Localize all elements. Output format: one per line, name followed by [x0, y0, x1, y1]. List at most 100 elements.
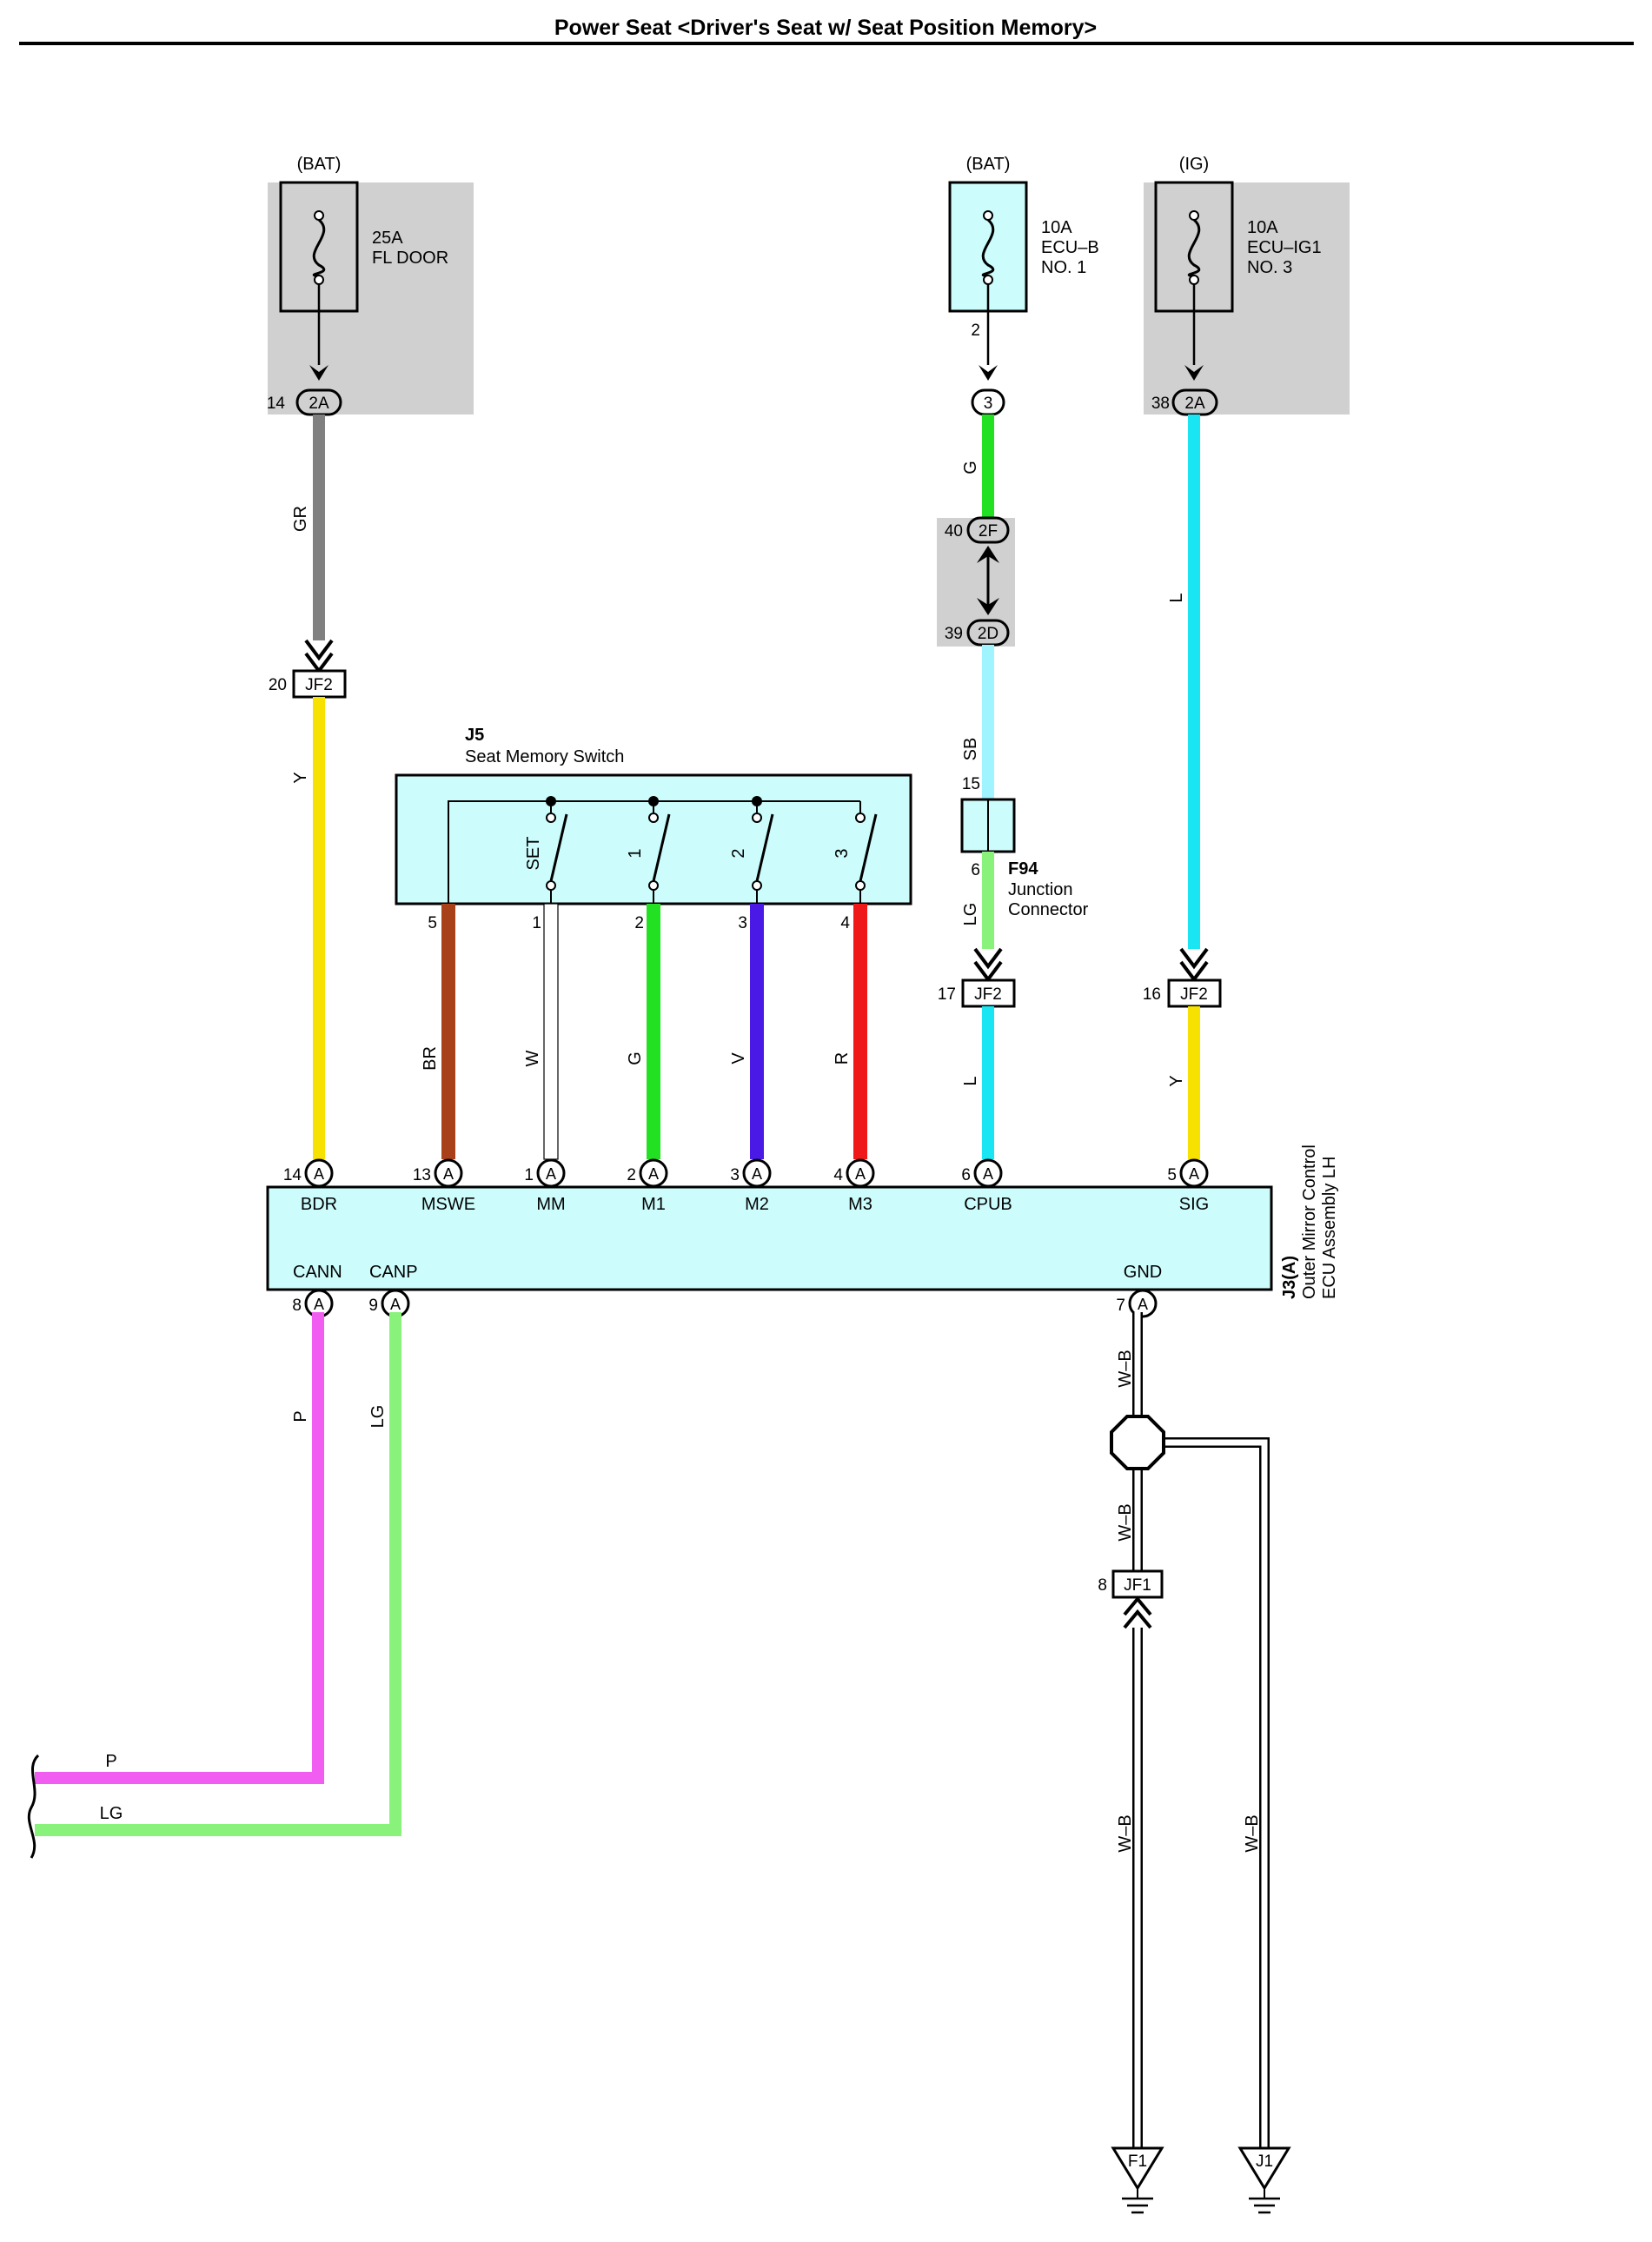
wire-lg-f94-label: LG [961, 903, 980, 926]
ground-j1-label: J1 [1256, 2152, 1273, 2171]
jf2-20-pin: 20 [269, 676, 287, 694]
jf2-17-name: JF2 [974, 985, 1002, 1004]
ecu-pin-number: 8 [292, 1297, 302, 1315]
ecu-box [266, 1185, 1273, 1291]
seat-memory-switch: J5 Seat Memory Switch SET 1 [395, 726, 912, 932]
ecu-pin-number: 6 [961, 1166, 971, 1184]
ecu-pin-name: M2 [745, 1195, 769, 1214]
wire-l-ig [1188, 415, 1200, 949]
switch-label-2: 2 [729, 848, 748, 858]
fuse-fl-door-rating: 25A [372, 229, 403, 248]
ecu-pin-circle [1179, 1158, 1209, 1188]
j2d-code: 2D [978, 625, 998, 643]
switch-label-1: 1 [626, 848, 645, 858]
f94-name2: Connector [1008, 900, 1089, 919]
fuse3-conn-code: 2A [1184, 395, 1205, 413]
ecu-pin-conn: A [983, 1165, 993, 1183]
switch-2: 2 [729, 801, 774, 904]
ecu-code: J3(A) [1280, 1256, 1299, 1299]
jf2-16-name: JF2 [1180, 985, 1208, 1004]
ecu-pin-conn: A [443, 1165, 454, 1183]
jf2-16-pin: 16 [1143, 985, 1161, 1004]
junction-2f-2d: 40 2F 39 2D [937, 516, 1015, 647]
jf2-arrow-icon [304, 639, 334, 674]
wire-sb-label: SB [961, 738, 980, 761]
jf2-20-name: JF2 [305, 676, 333, 694]
jf2-arrow-icon-3 [1179, 947, 1209, 983]
fuse-ecu-ig1-rating: 10A [1247, 218, 1278, 237]
wire-y-sig-label: Y [1167, 1075, 1186, 1086]
ecu-pin-name: CANN [293, 1263, 342, 1282]
jf2-20-box [292, 669, 347, 699]
fuse2-conn-code: 3 [984, 395, 993, 413]
jf2-arrow-icon-2 [973, 947, 1003, 983]
wire-v-label: V [729, 1052, 748, 1065]
wire-gr-label: GR [291, 506, 310, 532]
jf2-17-pin: 17 [938, 985, 956, 1004]
switch-pin-5: 5 [428, 914, 437, 932]
wire-l-ig-label: L [1167, 593, 1186, 602]
junction-arrow-icon-2 [979, 365, 998, 381]
switch-label-3: 3 [833, 848, 852, 858]
wire-l-cpub-label: L [961, 1076, 980, 1085]
ground-j1-triangle-icon [1237, 2146, 1291, 2191]
wire-wb4-label: W–B [1243, 1814, 1262, 1852]
fuse-ecu-b-block: (BAT) 10A ECU–B NO. 1 2 3 [948, 155, 1099, 416]
wire-gr [313, 415, 325, 640]
ecu-pin-name: CPUB [964, 1195, 1012, 1214]
fuse-ecu-ig1-name2: NO. 3 [1247, 258, 1292, 277]
ground-harness: W–B W–B 8 JF1 W–B W–B F1 J1 [1098, 1312, 1291, 2214]
ecu-pin-conn: A [752, 1165, 762, 1183]
ecu-pin-number: 5 [1167, 1166, 1177, 1184]
wire-wb1-label: W–B [1116, 1350, 1135, 1387]
ecu-pin-number: 2 [627, 1166, 636, 1184]
wire-p-label: P [291, 1410, 310, 1422]
j2f-code: 2F [979, 522, 998, 541]
switch-1: 1 [626, 801, 671, 904]
fuse-fl-door-icon [312, 218, 326, 278]
fuse-ecu-b-icon [981, 218, 995, 278]
wire-lg-label: LG [368, 1405, 388, 1429]
switch-pin-2: 2 [634, 914, 644, 932]
wire-lg-horizontal [35, 1824, 401, 1836]
wire-y-bdr [313, 697, 325, 1159]
f94-name1: Junction [1008, 880, 1073, 899]
wire-y-sig [1188, 1006, 1200, 1159]
wire-w-label: W [523, 1050, 542, 1066]
fuse-ecu-ig1-name1: ECU–IG1 [1247, 238, 1322, 257]
ecu-pin-number: 9 [368, 1297, 378, 1315]
fuse-fl-door-block: (BAT) 25A FL DOOR 14 2A [267, 155, 474, 416]
wire-g-top [982, 415, 994, 529]
wire-wb3-label: W–B [1116, 1814, 1135, 1852]
wire-wb2-label: W–B [1116, 1503, 1135, 1541]
fuse-ecu-b-rating: 10A [1041, 218, 1072, 237]
ecu-pin-conn: A [546, 1165, 556, 1183]
ecu-pin-name: CANP [369, 1263, 418, 1282]
switch-3: 3 [833, 813, 878, 904]
wire-lg-f94 [982, 852, 994, 949]
jf2-16-box [1167, 978, 1222, 1008]
fuse-fl-door-source: (BAT) [297, 155, 342, 174]
ecu-outer-mirror-control: A14BDRA13MSWEA1MMA2M1A3M2A4M3A6CPUBA5SIG… [266, 1144, 1339, 1318]
ecu-pin-conn: A [1189, 1165, 1199, 1183]
wire-break-icon [27, 1754, 40, 1859]
wire-p-horizontal [35, 1772, 324, 1784]
switch-pin-1: 1 [532, 914, 541, 932]
f94-code: F94 [1008, 859, 1038, 879]
fuse3-pin-num: 38 [1151, 395, 1170, 413]
fuse-ecu-ig1-block: (IG) 10A ECU–IG1 NO. 3 38 2A [1144, 155, 1350, 416]
ecu-pin-number: 1 [524, 1166, 534, 1184]
ecu-pin-circle [846, 1158, 875, 1188]
ecu-pin-circle [434, 1158, 463, 1188]
switch-set: SET [524, 801, 568, 904]
junction-arrow-icon-3 [1184, 365, 1204, 381]
switch-code: J5 [465, 726, 484, 745]
wire-w [543, 903, 559, 1160]
wire-g [647, 904, 660, 1159]
